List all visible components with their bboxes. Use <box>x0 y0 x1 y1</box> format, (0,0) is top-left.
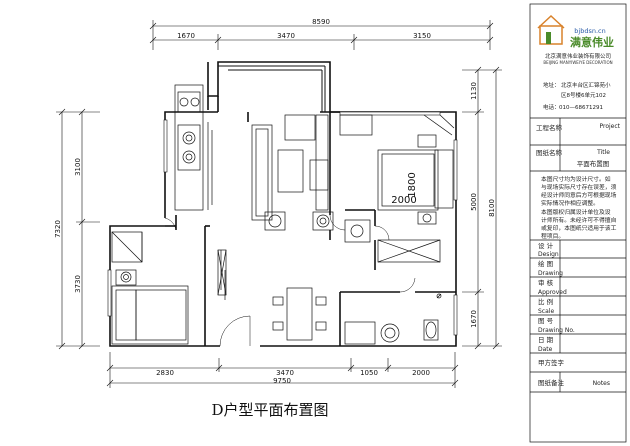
design-label: 设 计 <box>538 241 554 250</box>
bottom-dim-3: 1050 <box>360 369 378 377</box>
tv-cabinet <box>315 114 329 211</box>
drawing-no-label: 图 号 <box>538 317 554 325</box>
approved-label: 审 核 <box>538 278 554 287</box>
right-dimensions <box>462 66 502 350</box>
project-label-en: Project <box>599 123 620 130</box>
right-dim-2: 5000 <box>470 193 478 211</box>
left-dim-1: 3100 <box>74 158 82 176</box>
note-line-3: 经设计师同意后方可根据现场 <box>541 191 617 199</box>
note-line-2: 与现场实际尺寸存在误差，须 <box>541 183 617 191</box>
company-logo: bjbdsn.cn 满意伟业 北京满意伟业装饰有限公司 BEIJING MANY… <box>537 14 614 65</box>
left-dimensions <box>56 108 100 350</box>
dining-area <box>217 249 327 341</box>
kitchen-sink <box>177 91 201 113</box>
title-block-frame <box>529 3 627 443</box>
top-total-dim: 8590 <box>312 18 330 26</box>
living-room <box>251 114 334 231</box>
top-dim-2: 3470 <box>277 32 295 40</box>
master-bedroom <box>339 114 455 225</box>
scale-label: 比 例 <box>538 297 553 306</box>
date-label: 日 期 <box>538 336 554 344</box>
remarks-label-en: Notes <box>593 380 610 387</box>
title-label-en: Title <box>596 149 610 156</box>
company-name-en: BEIJING MANYIWEIYE DECORATION <box>543 60 612 65</box>
kitchen-counter <box>174 84 213 211</box>
address-label: 地址： <box>543 81 560 89</box>
nightstand-master <box>417 134 437 148</box>
note-line-7: 或复印，本图纸只适用于该工 <box>541 224 617 232</box>
left-total-dim: 7320 <box>54 220 62 238</box>
note-line-6: 计师所有。未经许可不得擅自 <box>541 216 616 224</box>
bed-width-label: 2000 <box>391 195 416 206</box>
drawing-label: 绘 图 <box>538 259 553 268</box>
left-dim-2: 3730 <box>74 275 82 293</box>
wall-cabinet <box>217 249 227 296</box>
side-table <box>264 211 286 231</box>
bottom-dimensions <box>106 352 459 388</box>
project-label: 工程名称 <box>536 123 563 132</box>
balcony-walls <box>218 65 326 112</box>
note-line-4: 实际情况作相应调整。 <box>541 199 599 207</box>
bathroom <box>344 219 442 345</box>
bottom-dim-1: 2830 <box>156 369 174 377</box>
bed-small <box>111 285 189 345</box>
nightstand <box>115 269 137 286</box>
note-line-5: 本图版权归属设计单位及设 <box>541 208 611 216</box>
dining-table <box>286 287 313 341</box>
address-line-1: 北京丰台区汇锦苑小 <box>561 81 611 89</box>
drawing-label-en: Drawing <box>538 270 563 277</box>
title-value: 平面布置图 <box>577 159 610 168</box>
wash-basin <box>344 321 376 345</box>
bed-length-label: 1800 <box>407 172 418 197</box>
right-dim-3: 1670 <box>470 310 478 328</box>
approved-label-en: Approved <box>538 289 567 296</box>
note-line-1: 本图尺寸均为设计尺寸。如 <box>541 175 611 183</box>
phone-number: 010—68671291 <box>559 105 603 111</box>
kitchen-stove <box>177 124 201 171</box>
address-line-2: 区8号楼6单元102 <box>561 91 606 99</box>
sofa <box>251 124 273 221</box>
bed-master <box>377 149 439 211</box>
drawing-no-label-en: Drawing No. <box>538 327 575 334</box>
date-label-en: Date <box>538 346 553 353</box>
second-bedroom <box>111 231 189 345</box>
toilet <box>423 319 439 341</box>
top-dimensions <box>149 20 494 50</box>
top-dim-3: 3150 <box>413 32 431 40</box>
logo-url: bjbdsn.cn <box>574 27 605 35</box>
client-sign-label: 甲方签字 <box>538 358 565 367</box>
drawing-caption: D户型平面布置图 <box>211 401 328 419</box>
design-label-en: Design <box>538 251 559 258</box>
phone-label: 电话： <box>543 103 560 111</box>
bottom-total-dim: 9750 <box>273 377 291 385</box>
top-dim-1: 1670 <box>177 32 195 40</box>
washer <box>344 219 371 243</box>
windows <box>107 111 458 336</box>
coffee-table <box>277 149 304 193</box>
company-name: 北京满意伟业装饰有限公司 <box>545 52 611 60</box>
note-line-8: 程项目。 <box>541 232 564 240</box>
desk <box>339 114 373 136</box>
title-label: 图纸名称 <box>536 148 563 157</box>
logo-name: 满意伟业 <box>570 35 614 49</box>
bottom-dim-4: 2000 <box>412 369 430 377</box>
door-swings <box>164 214 416 347</box>
right-total-dim: 8100 <box>488 199 496 217</box>
shower-area <box>377 239 441 263</box>
right-dim-1: 1130 <box>470 82 478 100</box>
side-table-2 <box>312 211 334 231</box>
bottom-dim-2: 3470 <box>276 369 294 377</box>
scale-label-en: Scale <box>538 308 554 315</box>
remarks-label: 图纸备注 <box>538 378 565 387</box>
